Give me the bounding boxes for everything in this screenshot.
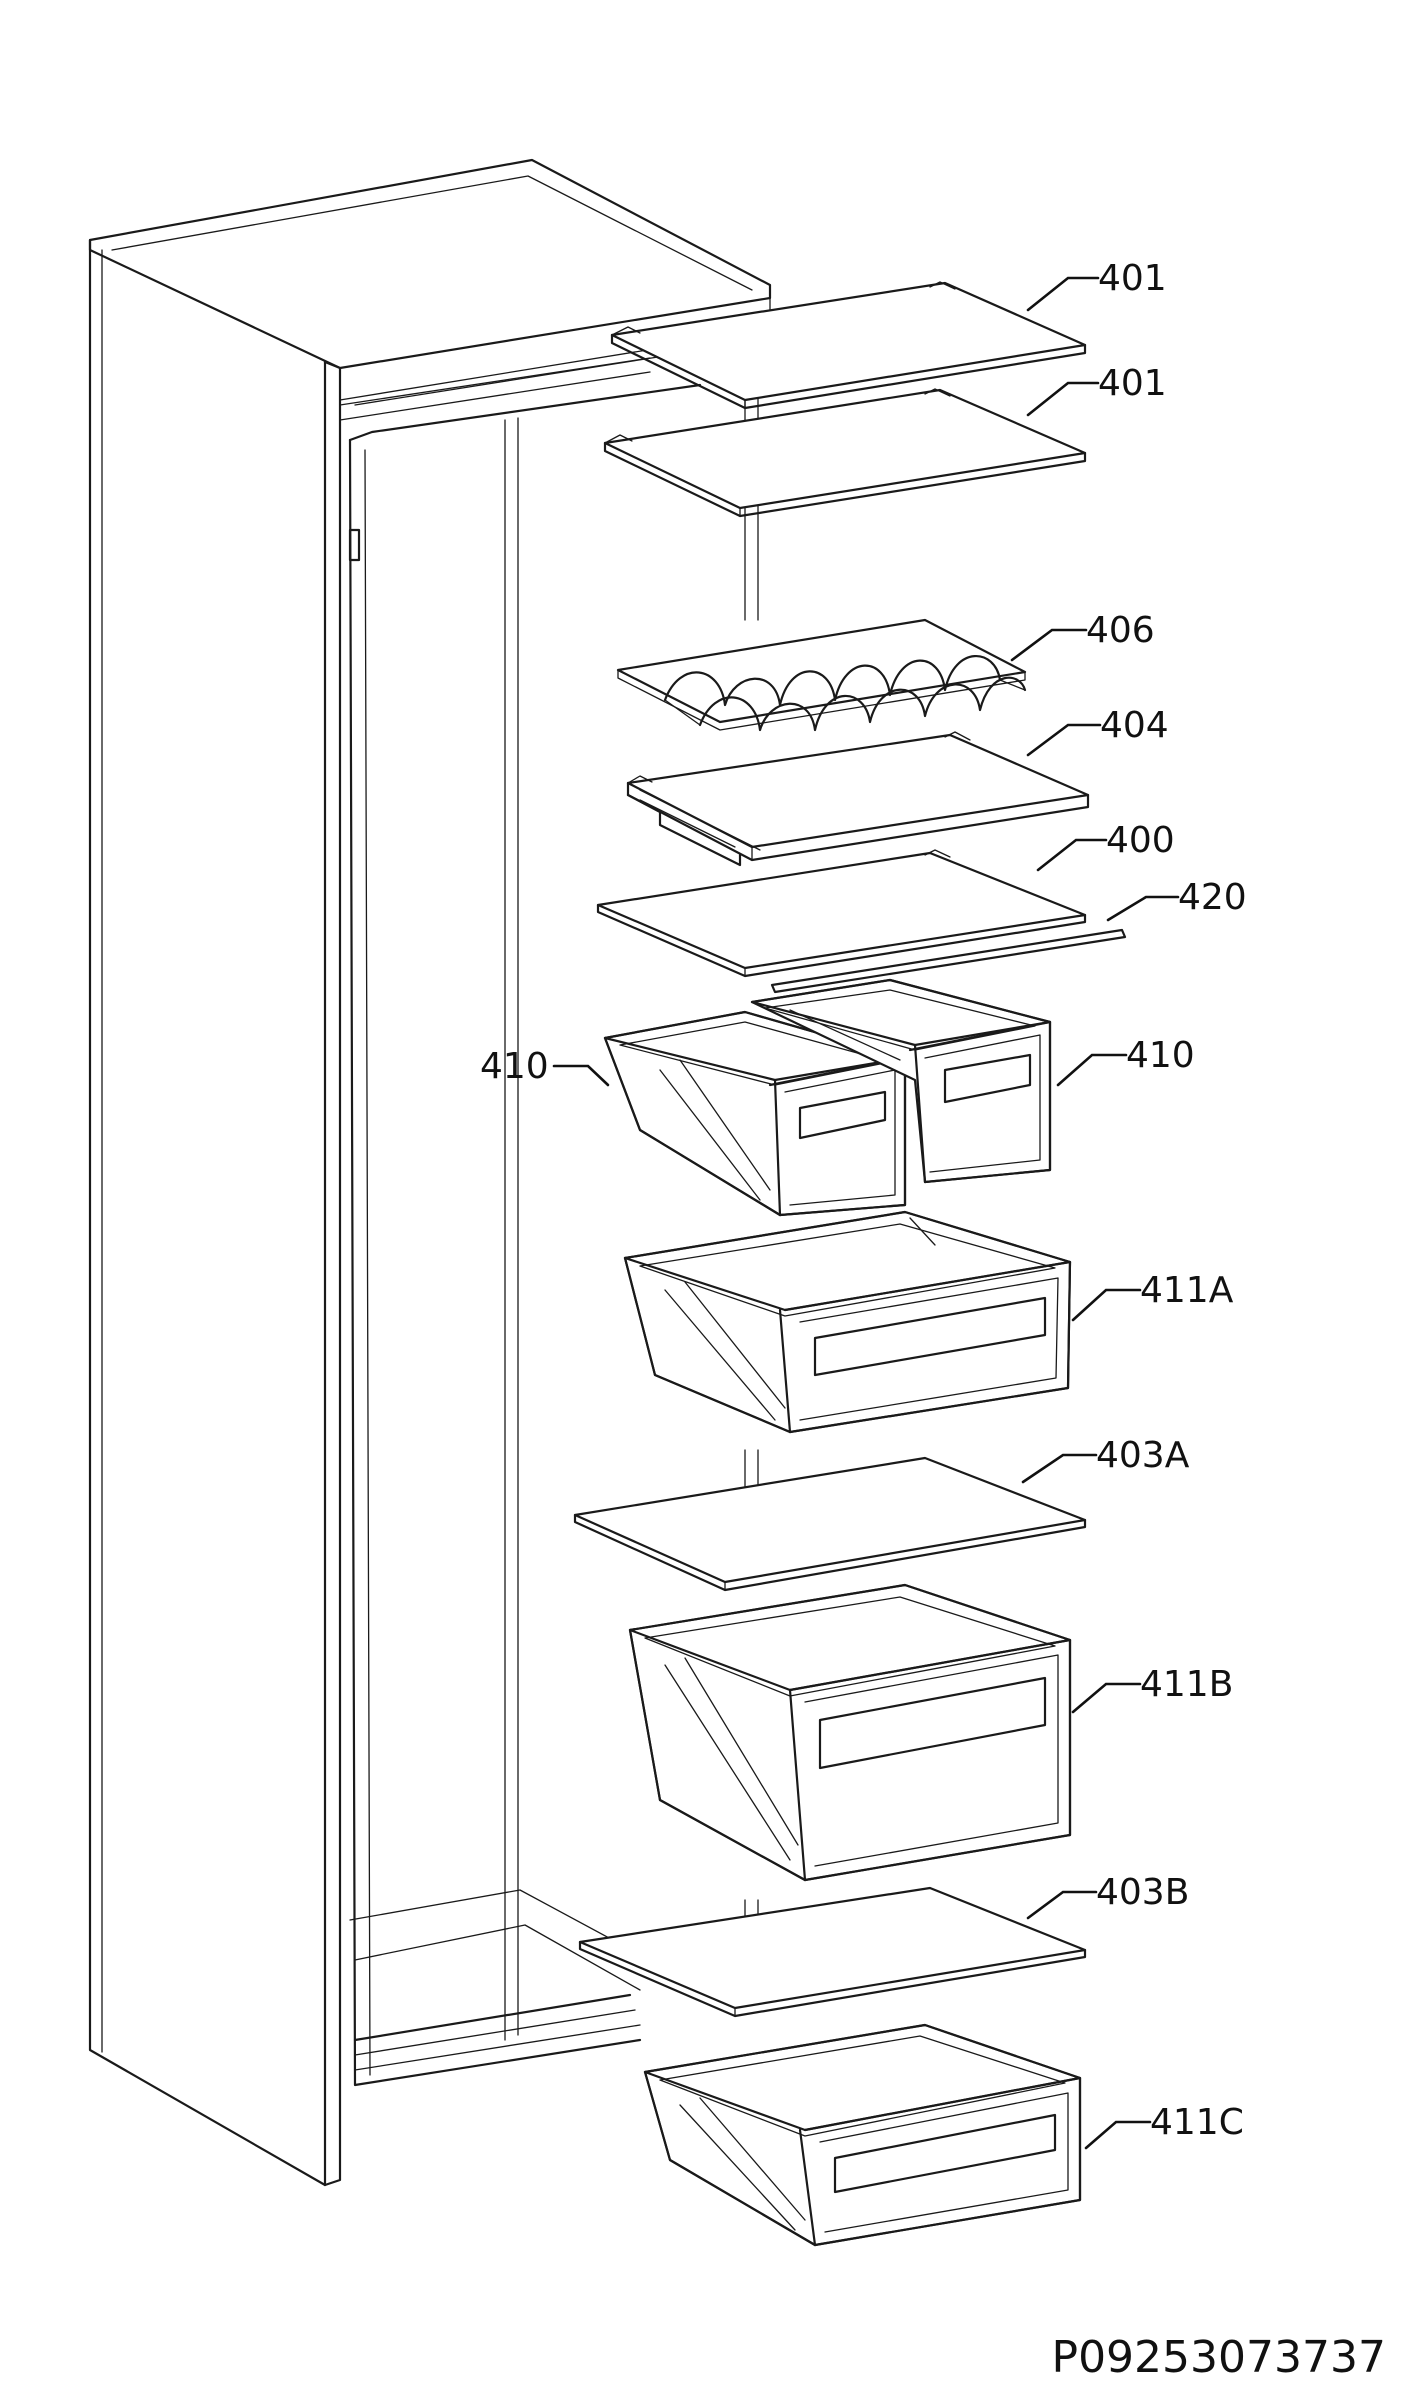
shelf-400	[596, 849, 1087, 978]
drawer-411C	[643, 2023, 1082, 2247]
label-403B: 403B	[1096, 1872, 1189, 1913]
shelf-401-top	[610, 281, 1087, 410]
document-code: P09253073737	[1052, 2332, 1386, 2383]
label-403A: 403A	[1096, 1435, 1190, 1476]
drawer-411A	[623, 1210, 1072, 1434]
label-401-top: 401	[1098, 258, 1167, 299]
bottle-rack-406	[616, 618, 1027, 732]
label-400: 400	[1106, 820, 1175, 861]
label-420: 420	[1178, 877, 1247, 918]
label-401-second: 401	[1098, 363, 1167, 404]
strip-420	[770, 928, 1127, 994]
shelf-403B	[578, 1886, 1087, 2018]
leader-lines	[552, 276, 1180, 2150]
label-411C: 411C	[1150, 2102, 1244, 2143]
shelf-404	[626, 731, 1090, 867]
label-410-right: 410	[1126, 1035, 1195, 1076]
drawer-410-right	[750, 978, 1052, 1184]
label-411A: 411A	[1140, 1270, 1234, 1311]
shelf-401-second	[603, 388, 1087, 518]
label-406: 406	[1086, 610, 1155, 651]
part-labels: 401 401 406 404 400 420 410 410 411A 403…	[480, 258, 1247, 2143]
label-410-left: 410	[480, 1046, 549, 1087]
drawer-411B	[628, 1583, 1072, 1882]
label-411B: 411B	[1140, 1664, 1233, 1705]
label-404: 404	[1100, 705, 1169, 746]
shelf-403A	[573, 1456, 1087, 1592]
